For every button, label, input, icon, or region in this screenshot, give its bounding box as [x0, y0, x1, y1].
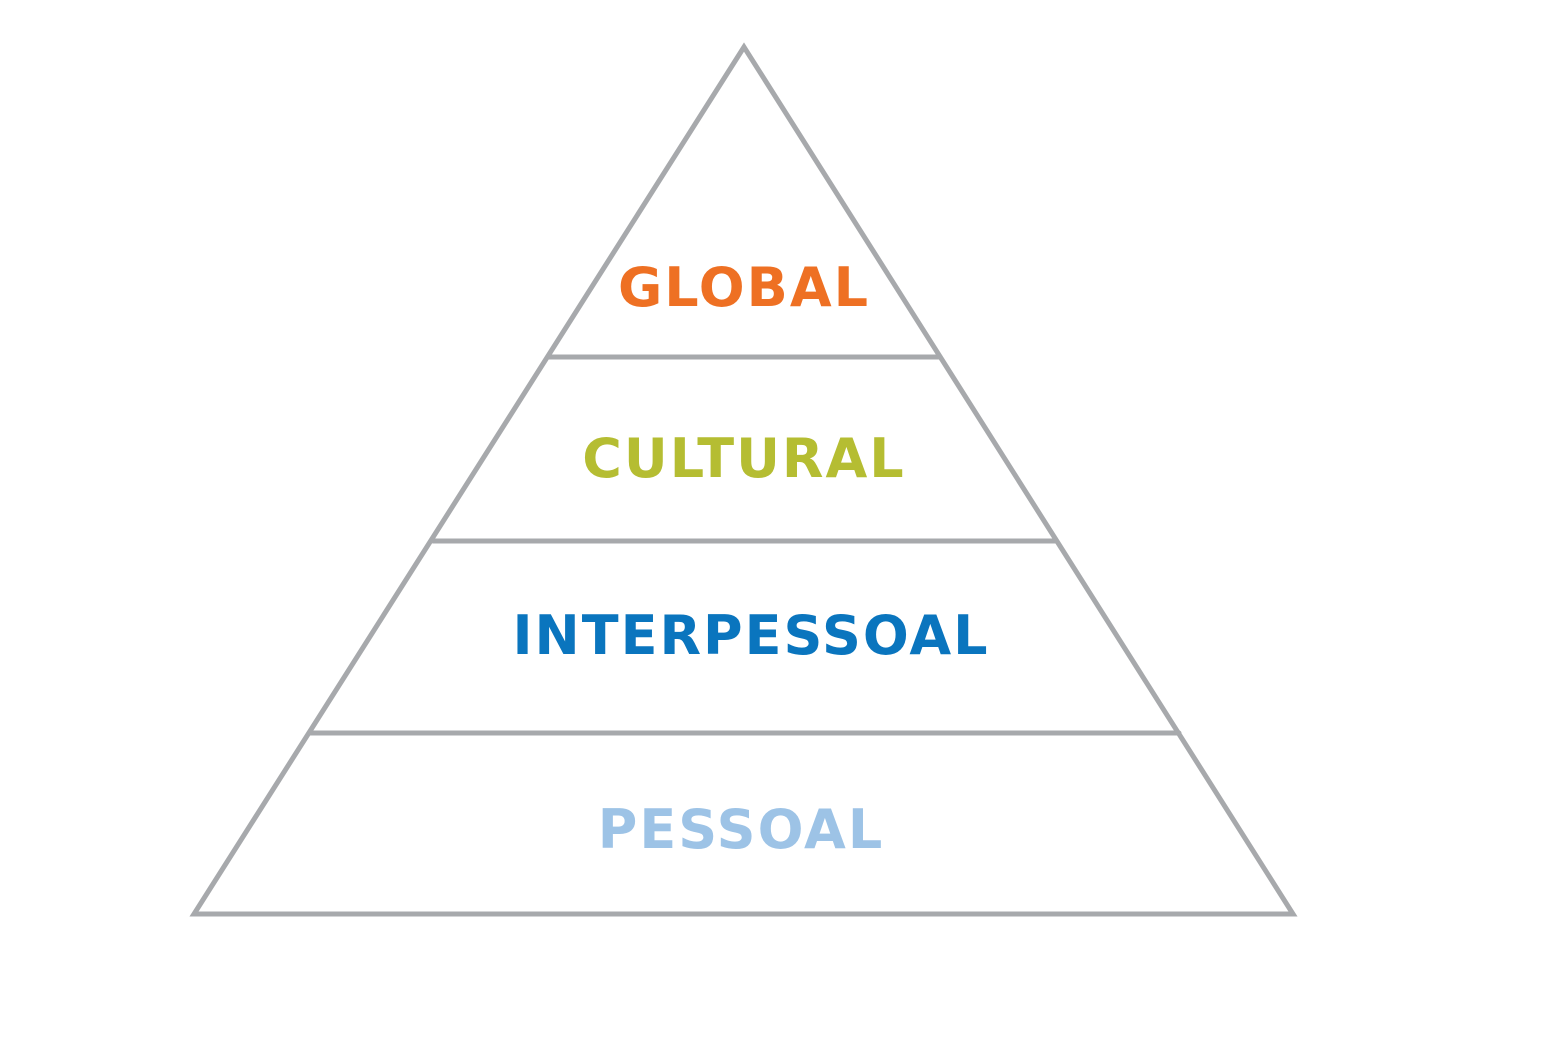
- level-label-global: GLOBAL: [618, 256, 870, 319]
- pyramid-outline: [189, 42, 1298, 917]
- level-label-cultural: CULTURAL: [582, 427, 905, 490]
- level-label-pessoal: PESSOAL: [598, 798, 884, 861]
- level-label-interpessoal: INTERPESSOAL: [512, 604, 989, 667]
